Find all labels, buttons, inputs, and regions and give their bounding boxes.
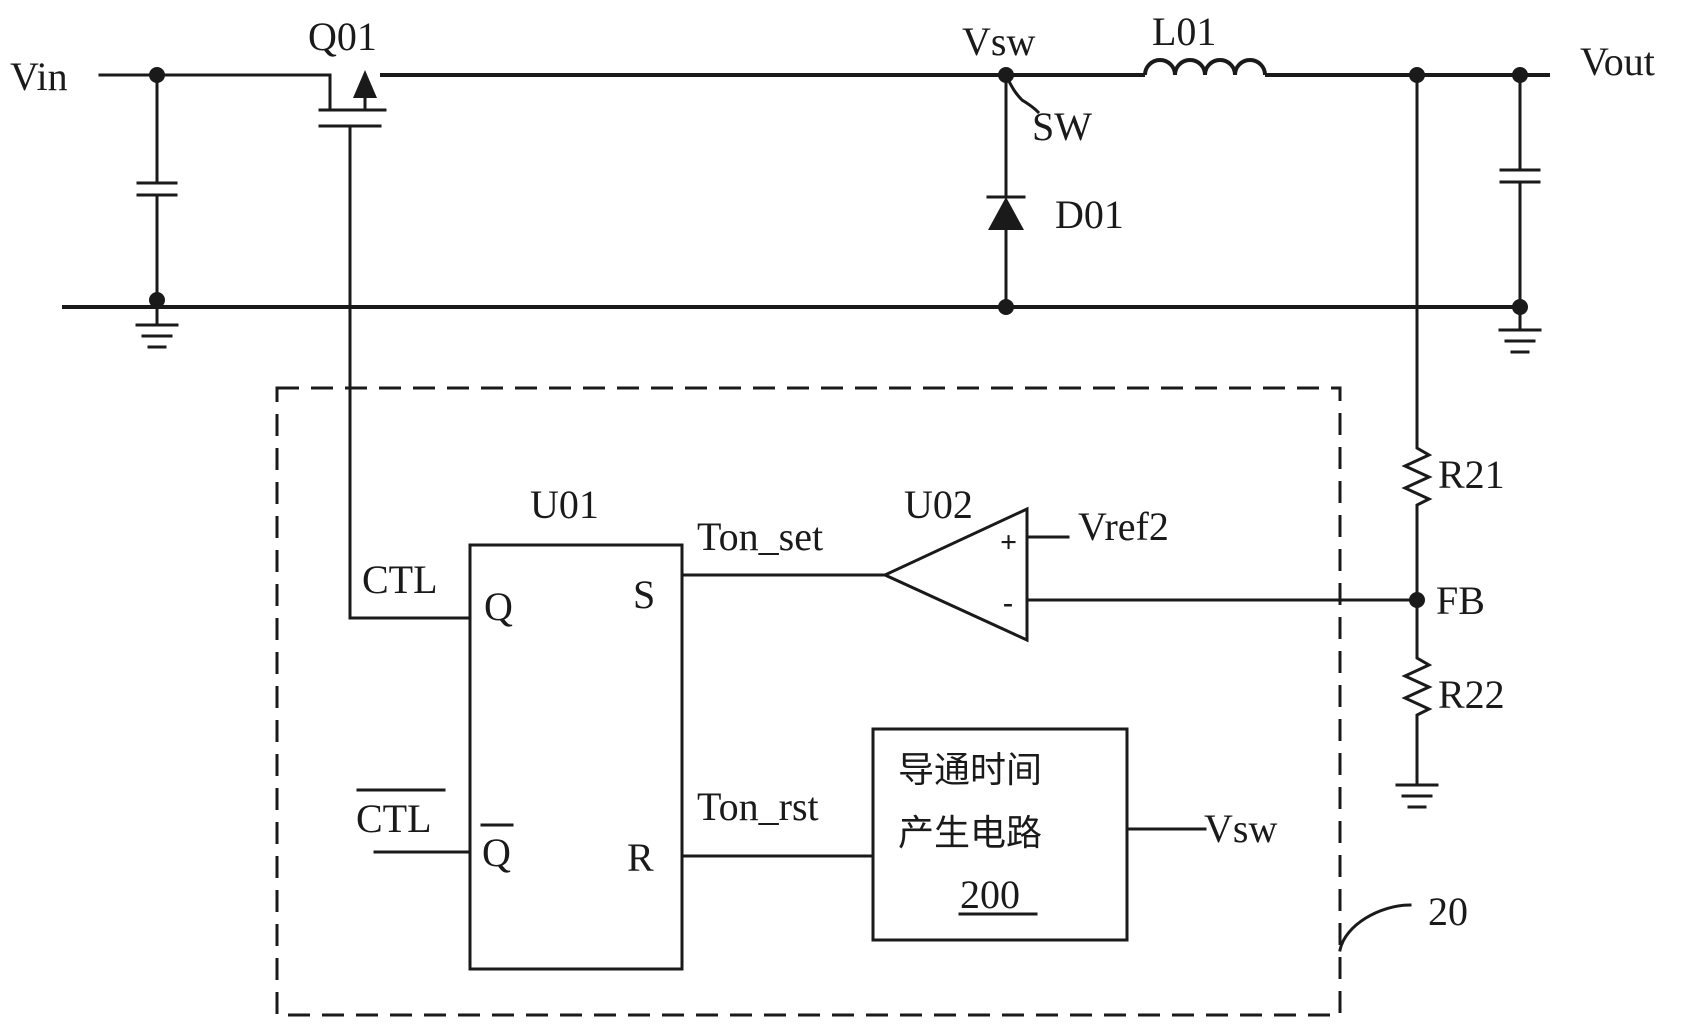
node-vin <box>149 67 165 83</box>
label-ton-set: Ton_set <box>697 514 823 559</box>
label-vout: Vout <box>1580 39 1655 84</box>
label-module-20: 20 <box>1428 889 1468 934</box>
label-vref2: Vref2 <box>1078 504 1169 549</box>
inductor-l01 <box>1143 58 1267 76</box>
label-q01: Q01 <box>308 14 377 59</box>
block-ref-group: 200 <box>958 872 1038 917</box>
resistor-r22 <box>1401 598 1433 787</box>
label-sw: SW <box>1032 104 1092 149</box>
top-rail <box>98 73 1550 110</box>
label-pin-q-bar-group: Q <box>480 823 514 875</box>
label-pin-r: R <box>627 835 654 880</box>
label-vsw-top: Vsw <box>962 19 1035 64</box>
sw-probe-line <box>1004 73 1041 115</box>
input-capacitor <box>136 73 178 309</box>
label-u02: U02 <box>904 482 973 527</box>
label-d01: D01 <box>1055 192 1124 237</box>
label-vin: Vin <box>10 54 68 99</box>
label-l01: L01 <box>1152 9 1216 54</box>
label-ton-rst: Ton_rst <box>697 784 819 829</box>
flip-flop-u01 <box>468 543 684 971</box>
diode-d01 <box>986 73 1026 309</box>
label-ctl: CTL <box>362 557 438 602</box>
label-vsw-block: Vsw <box>1204 806 1277 851</box>
label-pin-q-bar: Q <box>482 830 511 875</box>
block-ref-number: 200 <box>960 872 1020 917</box>
label-r22: R22 <box>1438 672 1505 717</box>
ground-symbol-fb <box>1395 783 1439 809</box>
node-d01-gnd <box>998 299 1014 315</box>
comparator-u02 <box>881 506 1419 643</box>
block-label-line2: 产生电路 <box>898 813 1042 854</box>
label-ctl-bar: CTL <box>356 796 432 841</box>
label-pin-q: Q <box>484 584 513 629</box>
module-20-leader <box>1338 903 1412 952</box>
mosfet-q01 <box>318 70 387 620</box>
label-pin-s: S <box>633 572 655 617</box>
ground-symbol-right <box>1498 305 1542 354</box>
node-cin-gnd <box>149 292 165 308</box>
output-capacitor <box>1499 73 1541 309</box>
label-comparator-plus: + <box>1000 526 1017 559</box>
label-ctl-bar-group: CTL <box>356 788 446 841</box>
label-comparator-minus: - <box>1003 586 1013 619</box>
block-label-line1: 导通时间 <box>898 750 1042 791</box>
label-u01: U01 <box>530 482 599 527</box>
on-time-generator-block <box>871 727 1129 942</box>
resistor-r21 <box>1401 443 1433 602</box>
ground-symbol-left <box>135 305 179 349</box>
control-module-boundary <box>275 386 1342 1017</box>
label-r21: R21 <box>1438 452 1505 497</box>
label-fb: FB <box>1436 578 1485 623</box>
